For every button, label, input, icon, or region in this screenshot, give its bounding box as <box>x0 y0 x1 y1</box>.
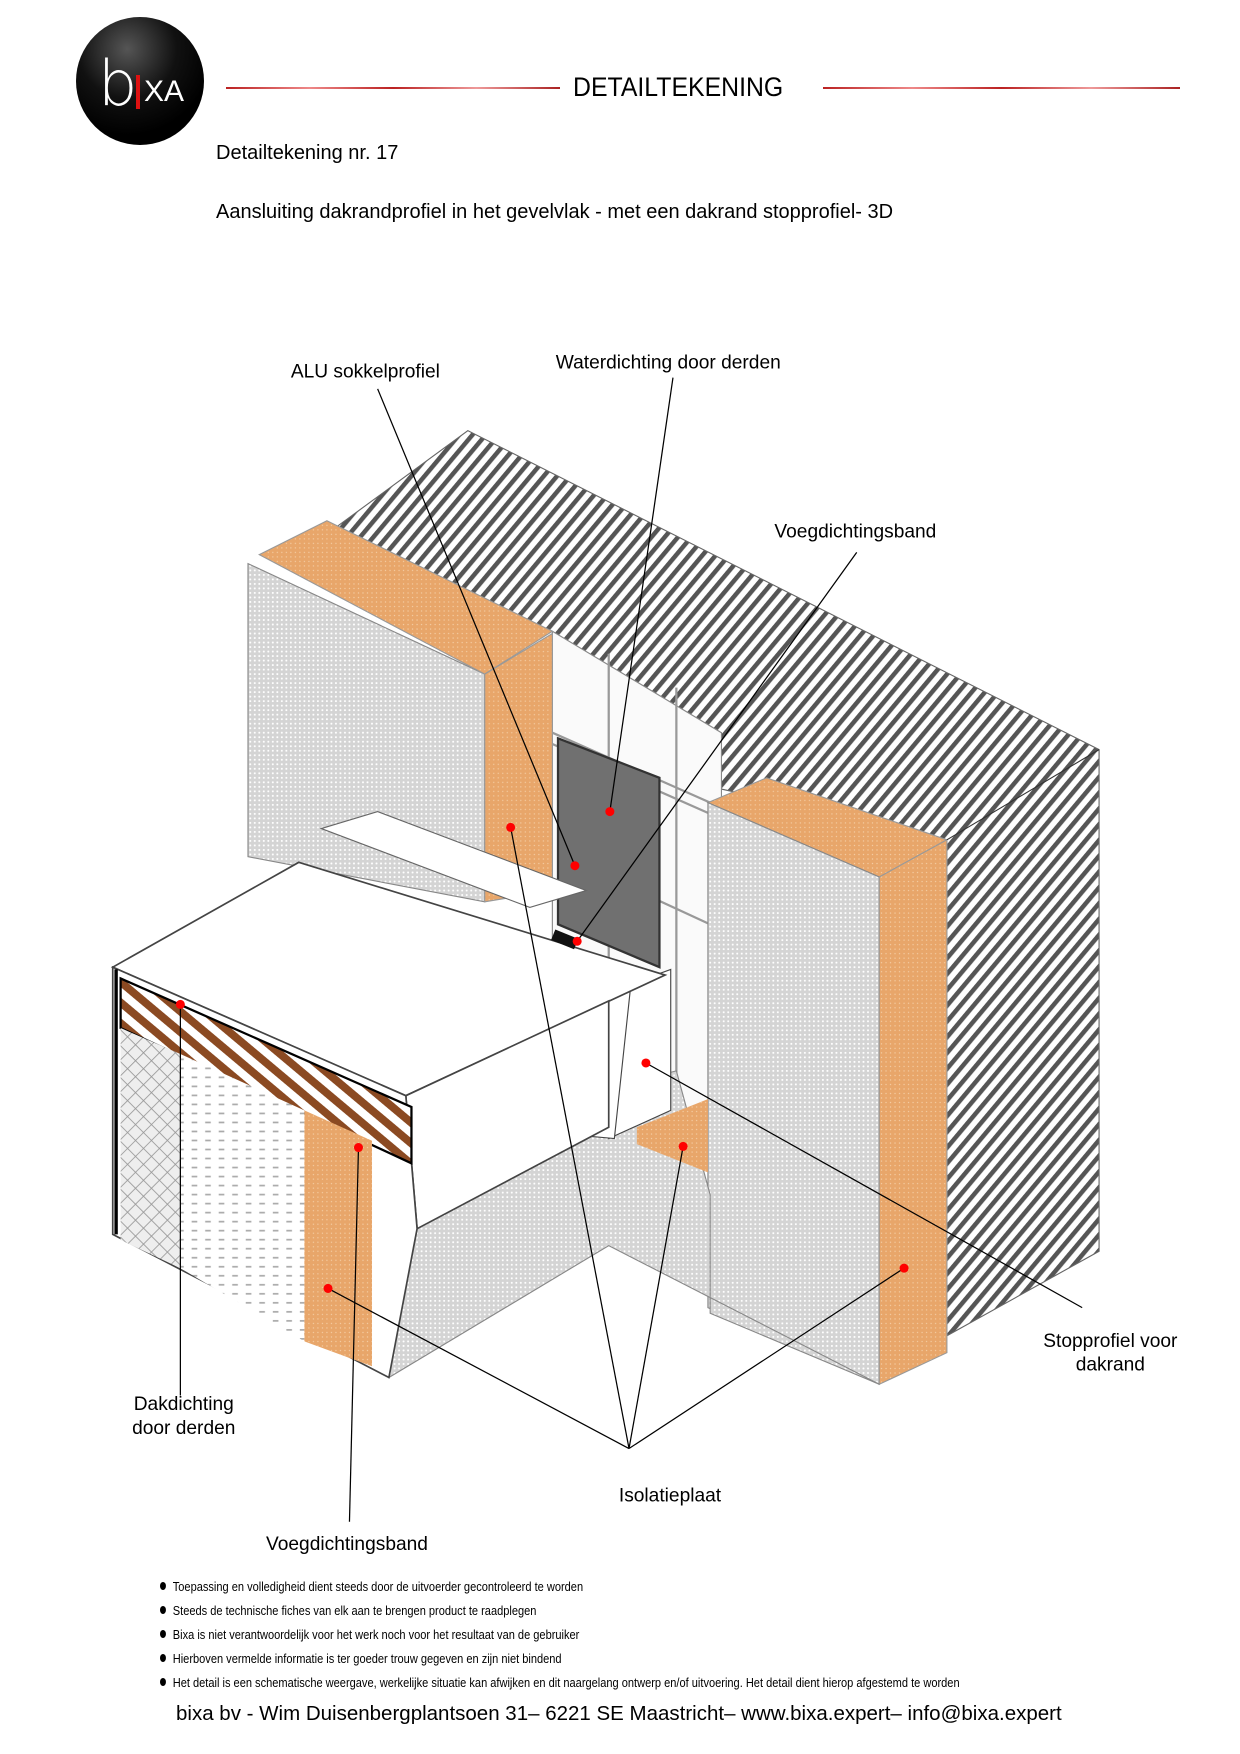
note-item: Het detail is een schematische weergave,… <box>160 1670 960 1694</box>
label-isolatieplaat: Isolatieplaat <box>619 1485 722 1506</box>
right-pillar-face <box>707 801 880 1386</box>
roof-mesh <box>120 1028 181 1269</box>
note-item: Hierboven vermelde informatie is ter goe… <box>160 1646 960 1670</box>
waterproofing-panel <box>556 736 661 969</box>
roof-membrane <box>119 976 413 1166</box>
left-insulation-top <box>258 520 554 675</box>
label-dakdichting-2: door derden <box>132 1418 235 1439</box>
label-dakdichting-1: Dakdichting <box>134 1394 234 1415</box>
drawing-number: Detailtekening nr. 17 <box>216 142 399 164</box>
page-title: DETAILTEKENING <box>573 72 784 102</box>
label-voegdichtingsband-bottom: Voegdichtingsband <box>266 1534 428 1555</box>
note-item: Steeds de technische fiches van elk aan … <box>160 1598 960 1622</box>
bullet-icon <box>160 1630 166 1638</box>
label-stopprofiel-2: dakrand <box>1076 1355 1145 1376</box>
header-rule-right <box>823 87 1180 89</box>
label-voegdichtingsband-top: Voegdichtingsband <box>774 522 936 543</box>
label-alu-sokkelprofiel: ALU sokkelprofiel <box>291 362 440 383</box>
header-rule-left <box>226 87 560 89</box>
note-item: Bixa is niet verantwoordelijk voor het w… <box>160 1622 960 1646</box>
bullet-icon <box>160 1582 166 1590</box>
bullet-icon <box>160 1678 166 1686</box>
footer-contact: bixa bv - Wim Duisenbergplantsoen 31– 62… <box>176 1702 1062 1725</box>
notes-list: Toepassing en volledigheid dient steeds … <box>160 1574 1101 1694</box>
leader-lines <box>179 377 1083 1522</box>
lower-insulation <box>636 1099 708 1173</box>
right-insulation-side <box>878 838 948 1386</box>
roof-board <box>180 1053 305 1342</box>
sokkelprofiel <box>319 811 588 909</box>
drawing-subtitle: Aansluiting dakrandprofiel in het gevelv… <box>216 201 894 223</box>
bullet-icon <box>160 1654 166 1662</box>
note-item: Toepassing en volledigheid dient steeds … <box>160 1574 960 1598</box>
label-stopprofiel-1: Stopprofiel voor <box>1043 1331 1178 1352</box>
label-waterdichting: Waterdichting door derden <box>556 353 781 374</box>
marker-dots <box>175 807 909 1293</box>
bullet-icon <box>160 1606 166 1614</box>
